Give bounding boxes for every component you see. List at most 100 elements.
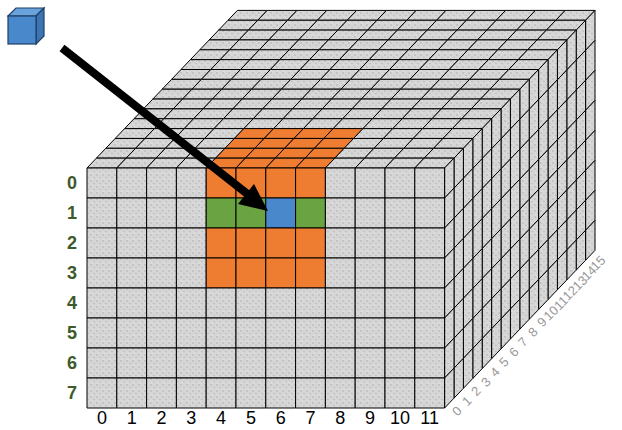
- front-cell: [266, 198, 296, 228]
- front-cell: [296, 198, 326, 228]
- front-cell: [147, 198, 177, 228]
- depth-index: 7: [516, 335, 530, 349]
- front-cell: [266, 288, 296, 318]
- front-cell: [325, 318, 355, 348]
- column-index: 5: [246, 409, 256, 427]
- front-cell: [415, 198, 445, 228]
- front-cell: [236, 258, 266, 288]
- front-cell: [117, 318, 147, 348]
- front-cell: [415, 168, 445, 198]
- front-cell: [236, 228, 266, 258]
- pointer-arrow: [62, 48, 268, 211]
- front-cell: [415, 288, 445, 318]
- side-cell: [445, 368, 454, 408]
- row-index: 7: [67, 384, 77, 402]
- front-cell: [147, 228, 177, 258]
- front-cell: [325, 288, 355, 318]
- column-index: 7: [305, 409, 315, 427]
- side-cell: [473, 339, 482, 379]
- front-cell: [415, 348, 445, 378]
- depth-index: 5: [497, 355, 511, 369]
- front-cell: [325, 168, 355, 198]
- front-cell: [117, 378, 147, 408]
- front-cell: [296, 258, 326, 288]
- front-cell: [87, 348, 117, 378]
- column-index: 10: [390, 409, 410, 427]
- depth-index: 6: [507, 345, 521, 359]
- column-index: 3: [186, 409, 196, 427]
- front-cell: [385, 228, 415, 258]
- front-cell: [176, 168, 206, 198]
- side-cell: [567, 240, 576, 280]
- front-cell: [87, 228, 117, 258]
- row-index: 1: [67, 204, 77, 222]
- front-cell: [296, 378, 326, 408]
- depth-index: 2: [469, 384, 483, 398]
- front-cell: [385, 168, 415, 198]
- side-cell: [520, 289, 529, 329]
- front-cell: [266, 168, 296, 198]
- front-cell: [206, 378, 236, 408]
- front-cell: [325, 258, 355, 288]
- front-cell: [415, 228, 445, 258]
- column-index: 4: [216, 409, 226, 427]
- column-index: 1: [127, 409, 137, 427]
- front-cell: [117, 198, 147, 228]
- side-cell: [492, 319, 501, 359]
- front-cell: [206, 198, 236, 228]
- front-cell: [415, 258, 445, 288]
- side-cell: [548, 260, 557, 300]
- row-index: 2: [67, 234, 77, 252]
- column-index: 6: [276, 409, 286, 427]
- front-cell: [206, 288, 236, 318]
- column-index: 11: [420, 409, 439, 427]
- front-cell: [355, 258, 385, 288]
- column-index: 9: [365, 409, 375, 427]
- cube-front: [8, 16, 36, 44]
- side-cell: [501, 309, 510, 349]
- front-cell: [325, 378, 355, 408]
- depth-index: 4: [488, 365, 502, 379]
- front-cell: [176, 318, 206, 348]
- front-cell: [87, 318, 117, 348]
- side-cell: [482, 329, 491, 369]
- front-cell: [296, 318, 326, 348]
- side-cell: [510, 299, 519, 339]
- arrow-shaft: [62, 48, 250, 196]
- front-cell: [325, 198, 355, 228]
- front-cell: [176, 228, 206, 258]
- front-cell: [147, 258, 177, 288]
- front-cell: [385, 318, 415, 348]
- front-cell: [236, 348, 266, 378]
- front-cell: [147, 348, 177, 378]
- front-cell: [117, 228, 147, 258]
- front-cell: [415, 318, 445, 348]
- front-cell: [236, 378, 266, 408]
- row-index: 3: [67, 264, 77, 282]
- front-cell: [296, 288, 326, 318]
- front-cell: [355, 228, 385, 258]
- front-cell: [87, 258, 117, 288]
- front-cell: [176, 258, 206, 288]
- front-cell: [176, 378, 206, 408]
- front-cell: [355, 378, 385, 408]
- front-cell: [266, 378, 296, 408]
- front-cell: [117, 258, 147, 288]
- front-cell: [296, 228, 326, 258]
- blue-cube-icon: [8, 8, 44, 44]
- front-cell: [147, 318, 177, 348]
- depth-index: 1: [460, 394, 474, 408]
- depth-index: 0: [450, 404, 464, 418]
- front-cell: [266, 318, 296, 348]
- front-cell: [266, 228, 296, 258]
- front-cell: [147, 288, 177, 318]
- side-cell: [463, 348, 472, 388]
- front-cell: [355, 288, 385, 318]
- front-cell: [117, 288, 147, 318]
- grid-cells: [87, 10, 595, 408]
- row-index: 4: [67, 294, 77, 312]
- front-cell: [415, 378, 445, 408]
- side-cell: [576, 230, 585, 270]
